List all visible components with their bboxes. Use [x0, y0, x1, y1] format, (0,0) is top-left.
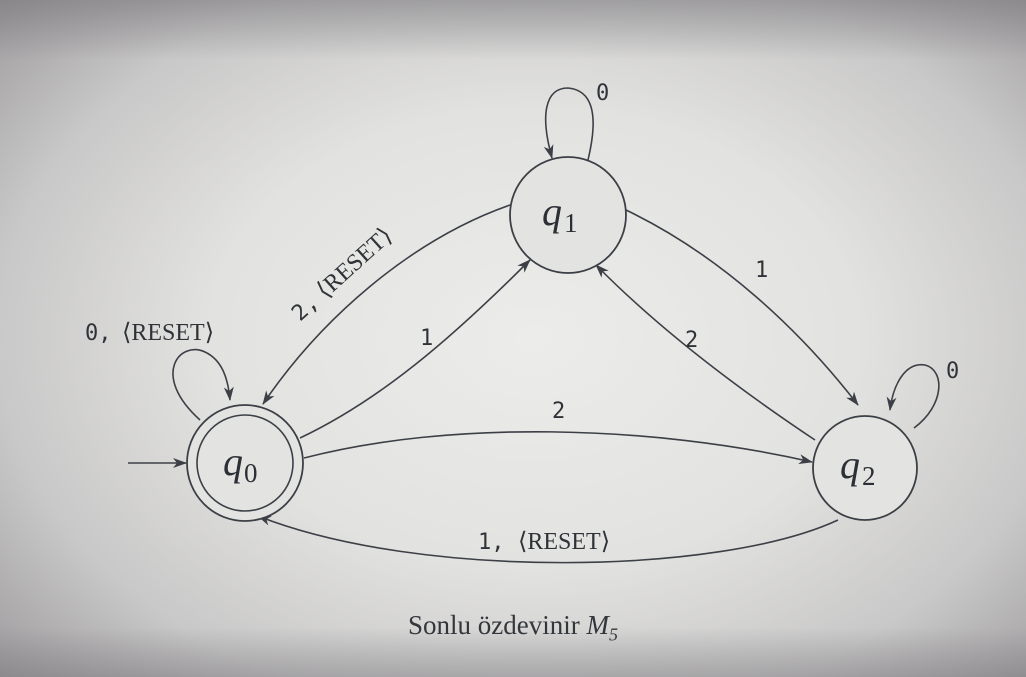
label-q2-q0-reset: ⟨RESET⟩: [518, 529, 610, 555]
photo-vignette-top: [0, 0, 1026, 60]
edge-q2-q1: [595, 264, 816, 441]
edge-q1-q2: [625, 209, 859, 406]
label-q0-q2: 2: [552, 399, 565, 424]
state-q2: q 2: [812, 415, 918, 521]
caption-machine-name: M: [586, 610, 609, 640]
edge-q0-loop: [172, 348, 234, 421]
label-q1-q2: 1: [755, 258, 768, 283]
label-q1-q0-reset: ⟨RESET⟩: [312, 223, 398, 304]
label-q2-q0-digit: 1,: [478, 530, 505, 555]
caption-machine: M5: [586, 610, 618, 644]
photo-vignette-bottom: [0, 627, 1026, 677]
label-q1-loop: 0: [596, 81, 609, 106]
edge-q1-q0: [262, 204, 511, 405]
caption-text: Sonlu özdevinir: [408, 610, 580, 640]
state-q0-name: q: [223, 439, 243, 484]
figure-caption: Sonlu özdevinir M5: [0, 610, 1026, 645]
caption-machine-sub: 5: [608, 624, 618, 645]
label-q0-loop-digit: 0,: [85, 321, 112, 346]
state-q1-name: q: [542, 189, 562, 234]
label-q1-q0-digit: 2,: [287, 290, 323, 326]
edge-q2-q0: [257, 515, 839, 564]
state-q1-sub: 1: [564, 208, 578, 238]
state-q2-sub: 2: [862, 461, 876, 491]
edge-q2-loop: [886, 364, 940, 429]
edge-q0-q1: [299, 259, 531, 439]
label-q0-q1: 1: [420, 326, 433, 351]
state-q1: q 1: [509, 156, 627, 274]
label-q2-q1: 2: [685, 328, 698, 353]
state-q0: q 0: [186, 404, 304, 522]
label-q2-loop: 0: [946, 359, 959, 384]
label-q0-loop-reset: ⟨RESET⟩: [122, 320, 214, 346]
state-q2-name: q: [840, 442, 860, 487]
edge-q0-q2: [303, 430, 813, 464]
state-q0-sub: 0: [244, 458, 258, 488]
edge-q1-loop: [543, 87, 594, 161]
